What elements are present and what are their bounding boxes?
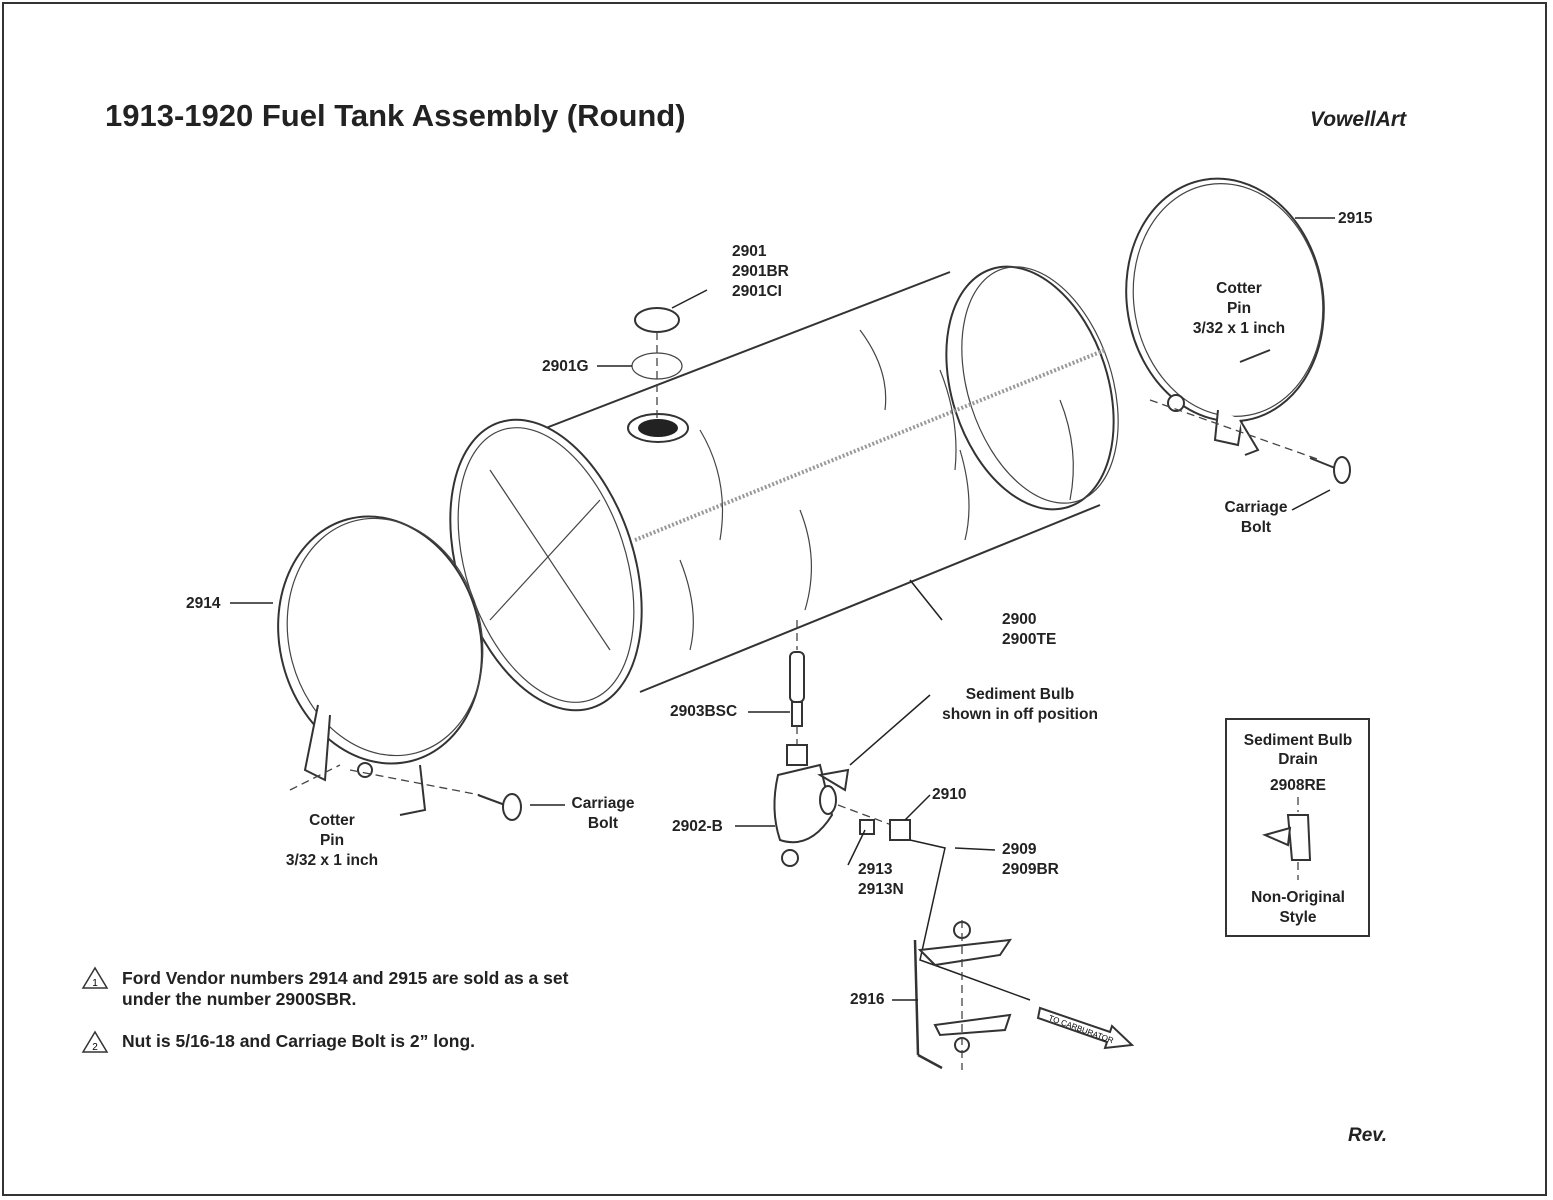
svg-text:Cotter: Cotter [1216, 280, 1262, 297]
sediment-bulb [773, 744, 850, 867]
callout-2901g: 2901G [542, 358, 589, 375]
svg-text:Bolt: Bolt [1241, 519, 1271, 536]
callout-2903bsc: 2903BSC [670, 703, 737, 720]
note-1: 1 Ford Vendor numbers 2914 and 2915 are … [81, 966, 569, 1009]
svg-text:2908RE: 2908RE [1270, 777, 1326, 794]
callout-2901: 2901 [732, 243, 767, 260]
tank-band-left [277, 515, 484, 816]
page-title: 1913-1920 Fuel Tank Assembly (Round) [105, 98, 686, 133]
callout-2901br: 2901BR [732, 263, 789, 280]
filler-cap [634, 307, 680, 333]
sediment-screen [789, 651, 805, 703]
svg-text:Cotter: Cotter [309, 812, 355, 829]
callout-2914: 2914 [186, 595, 221, 612]
svg-text:Nut is 5/16-18 and Carriage Bo: Nut is 5/16-18 and Carriage Bolt is 2” l… [122, 1031, 475, 1051]
svg-text:3/32 x 1 inch: 3/32 x 1 inch [286, 852, 378, 869]
svg-text:Sediment Bulb: Sediment Bulb [966, 686, 1075, 703]
svg-text:Ford Vendor numbers 2914 and 2: Ford Vendor numbers 2914 and 2915 are so… [122, 968, 569, 988]
to-carburetor-arrow [1036, 1006, 1135, 1050]
tank-band-right [1125, 177, 1325, 456]
fuel-line-nut [889, 819, 911, 841]
svg-text:Pin: Pin [320, 832, 344, 849]
callout-2916: 2916 [850, 991, 885, 1008]
svg-text:2909: 2909 [1002, 841, 1037, 858]
svg-text:1: 1 [92, 978, 98, 989]
note-2: 2 Nut is 5/16-18 and Carriage Bolt is 2”… [81, 1030, 475, 1053]
svg-text:Carriage: Carriage [572, 795, 635, 812]
callout-labels: 2901 2901BR 2901CI 2901G 2900 2900TE 291… [186, 210, 1373, 1008]
svg-text:under the number 2900SBR.: under the number 2900SBR. [122, 989, 356, 1009]
svg-text:Carriage: Carriage [1225, 499, 1288, 516]
svg-text:shown in off position: shown in off position [942, 706, 1098, 723]
svg-text:3/32 x 1 inch: 3/32 x 1 inch [1193, 320, 1285, 337]
svg-text:Drain: Drain [1278, 751, 1318, 768]
callout-2902b: 2902-B [672, 818, 723, 835]
callout-2900te: 2900TE [1002, 631, 1056, 648]
fuel-tank [449, 265, 1119, 712]
svg-text:Bolt: Bolt [588, 815, 618, 832]
callout-2901ci: 2901CI [732, 283, 782, 300]
callout-2915: 2915 [1338, 210, 1373, 227]
svg-text:Style: Style [1279, 909, 1316, 926]
svg-text:Non-Original: Non-Original [1251, 889, 1345, 906]
svg-text:2909BR: 2909BR [1002, 861, 1059, 878]
callout-2900: 2900 [1002, 611, 1036, 628]
brand-logo: VowellArt [1310, 108, 1407, 131]
svg-text:2: 2 [92, 1042, 98, 1053]
callout-2910: 2910 [932, 786, 966, 803]
svg-text:Pin: Pin [1227, 300, 1251, 317]
svg-text:Sediment Bulb: Sediment Bulb [1244, 732, 1353, 749]
inset-sediment-drain: Sediment Bulb Drain 2908RE Non-Original … [1225, 718, 1370, 937]
svg-text:2913: 2913 [858, 861, 893, 878]
svg-text:2913N: 2913N [858, 881, 904, 898]
revision-label: Rev. [1348, 1125, 1387, 1146]
